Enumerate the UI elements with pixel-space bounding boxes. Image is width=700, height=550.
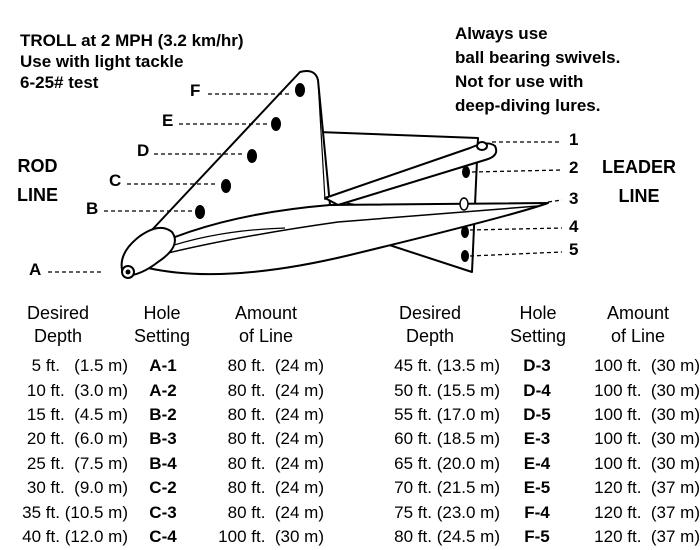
table-row: 65 ft. (20.0 m) E-4 100 ft. (30 m): [370, 452, 700, 476]
hole-label-1: 1: [569, 130, 579, 149]
amount-cell: 100 ft. (30 m): [594, 356, 700, 376]
amount-cell: 100 ft. (30 m): [594, 429, 700, 449]
hole-cell: C-4: [149, 526, 177, 546]
table-row: 50 ft. (15.5 m) D-4 100 ft. (30 m): [370, 378, 700, 402]
hole-label-f: F: [190, 81, 201, 100]
amount-cell: 80 ft. (24 m): [227, 478, 324, 498]
instruction-tackle: Use with light tackle: [20, 52, 184, 71]
instruction-test: 6-25# test: [20, 73, 99, 92]
hole-label-4: 4: [569, 217, 579, 236]
rod-plate: [149, 70, 331, 245]
note-swivels-2: ball bearing swivels.: [455, 48, 621, 67]
depth-cell: 30 ft. (9.0 m): [26, 478, 128, 498]
depth-cell: 70 ft. (21.5 m): [394, 478, 500, 498]
depth-cell: 65 ft. (20.0 m): [394, 453, 500, 473]
amount-cell: 80 ft. (24 m): [227, 453, 324, 473]
hole-label-e: E: [162, 111, 174, 130]
depth-cell: 20 ft. (6.0 m): [26, 429, 128, 449]
hole-label-c: C: [109, 171, 122, 190]
hole-label-2: 2: [569, 158, 579, 177]
table-row: 80 ft. (24.5 m) F-5 120 ft. (37 m): [370, 525, 700, 549]
leader-line-label: LEADER LINE: [602, 157, 677, 206]
rod-line-label: ROD LINE: [17, 156, 59, 205]
table-row: 5 ft. (1.5 m) A-1 80 ft. (24 m): [4, 354, 324, 378]
amount-cell: 120 ft. (37 m): [594, 502, 700, 522]
hole-cell: E-3: [523, 429, 551, 449]
diver-diagram: [48, 70, 563, 279]
hole-cell: E-5: [523, 478, 551, 498]
amount-cell: 80 ft. (24 m): [227, 404, 324, 424]
table-row: 45 ft. (13.5 m) D-3 100 ft. (30 m): [370, 354, 700, 378]
depth-cell: 60 ft. (18.5 m): [394, 429, 500, 449]
hull: [134, 202, 549, 276]
hole-label-b: B: [86, 199, 99, 218]
depth-cell: 55 ft. (17.0 m): [394, 404, 500, 424]
table-row: 15 ft. (4.5 m) B-2 80 ft. (24 m): [4, 403, 324, 427]
depth-cell: 35 ft. (10.5 m): [22, 502, 128, 522]
amount-cell: 100 ft. (30 m): [218, 526, 324, 546]
depth-cell: 80 ft. (24.5 m): [394, 526, 500, 546]
depth-cell: 40 ft. (12.0 m): [22, 526, 128, 546]
table-row: 60 ft. (18.5 m) E-3 100 ft. (30 m): [370, 427, 700, 451]
hole-cell: C-3: [149, 502, 177, 522]
amount-cell: 80 ft. (24 m): [227, 356, 324, 376]
hole-cell: D-5: [523, 404, 551, 424]
depth-cell: 5 ft. (1.5 m): [31, 356, 128, 376]
table-row: 35 ft. (10.5 m) C-3 80 ft. (24 m): [4, 500, 324, 524]
hole-cell: F-4: [524, 502, 550, 522]
hole-label-3: 3: [569, 189, 579, 208]
depth-cell: 75 ft. (23.0 m): [394, 502, 500, 522]
depth-cell: 50 ft. (15.5 m): [394, 380, 500, 400]
table-row: 55 ft. (17.0 m) D-5 100 ft. (30 m): [370, 403, 700, 427]
hole-cell: E-4: [523, 453, 551, 473]
note-swivels-1: Always use: [455, 24, 548, 43]
amount-cell: 100 ft. (30 m): [594, 453, 700, 473]
nose-loop: [120, 226, 176, 277]
table-row: 20 ft. (6.0 m) B-3 80 ft. (24 m): [4, 427, 324, 451]
hole-cell: B-3: [149, 429, 177, 449]
hole-cell: B-4: [149, 453, 177, 473]
amount-cell: 80 ft. (24 m): [227, 429, 324, 449]
table-row: 75 ft. (23.0 m) F-4 120 ft. (37 m): [370, 500, 700, 524]
hole-cell: B-2: [149, 404, 177, 424]
table-row: 10 ft. (3.0 m) A-2 80 ft. (24 m): [4, 378, 324, 402]
hole-label-d: D: [137, 141, 150, 160]
hole-cell: A-1: [149, 356, 177, 376]
hole-cell: D-4: [523, 380, 551, 400]
depth-cell: 15 ft. (4.5 m): [26, 404, 128, 424]
hole-cell: D-3: [523, 356, 551, 376]
amount-cell: 100 ft. (30 m): [594, 404, 700, 424]
amount-cell: 80 ft. (24 m): [227, 502, 324, 522]
table-row: 70 ft. (21.5 m) E-5 120 ft. (37 m): [370, 476, 700, 500]
amount-cell: 80 ft. (24 m): [227, 380, 324, 400]
depth-cell: 45 ft. (13.5 m): [394, 356, 500, 376]
depth-cell: 25 ft. (7.5 m): [26, 453, 128, 473]
note-lures-2: deep-diving lures.: [455, 96, 601, 115]
amount-cell: 120 ft. (37 m): [594, 478, 700, 498]
note-lures-1: Not for use with: [455, 72, 584, 91]
hole-cell: A-2: [149, 380, 177, 400]
instructions-right: Always use ball bearing swivels. Not for…: [455, 22, 620, 118]
depth-cell: 10 ft. (3.0 m): [26, 380, 128, 400]
hole-cell: C-2: [149, 478, 177, 498]
amount-cell: 100 ft. (30 m): [594, 380, 700, 400]
hole-cell: F-5: [524, 526, 550, 546]
instruction-speed: TROLL at 2 MPH (3.2 km/hr): [20, 31, 244, 50]
amount-cell: 120 ft. (37 m): [594, 526, 700, 546]
table-row: 25 ft. (7.5 m) B-4 80 ft. (24 m): [4, 452, 324, 476]
table-row: 40 ft. (12.0 m) C-4 100 ft. (30 m): [4, 525, 324, 549]
instructions-left: TROLL at 2 MPH (3.2 km/hr) Use with ligh…: [20, 30, 244, 93]
hole-label-a: A: [29, 260, 42, 279]
table-row: 30 ft. (9.0 m) C-2 80 ft. (24 m): [4, 476, 324, 500]
hole-label-5: 5: [569, 240, 579, 259]
